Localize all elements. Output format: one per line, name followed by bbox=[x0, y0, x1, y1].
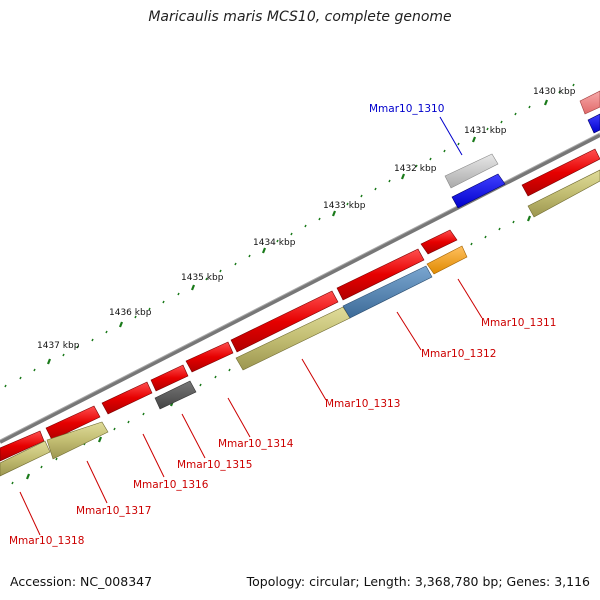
gene-arrow-highlight[interactable] bbox=[451, 173, 506, 209]
gene-arrow[interactable] bbox=[45, 405, 101, 441]
gene-arrow[interactable] bbox=[150, 364, 189, 392]
kbp-labels: 1430 kbp 1431 kbp 1432 kbp 1433 kbp 1434… bbox=[37, 87, 576, 351]
forward-strand-genes bbox=[0, 148, 600, 462]
map-title: Maricaulis maris MCS10, complete genome bbox=[148, 9, 452, 25]
kbp-label: 1430 kbp bbox=[533, 87, 576, 97]
accession-text: Accession: NC_008347 bbox=[10, 574, 153, 589]
gene-arrow-highlight-2[interactable] bbox=[587, 113, 600, 134]
gene-label[interactable]: Mmar10_1310 bbox=[369, 103, 444, 115]
gene-label[interactable]: Mmar10_1312 bbox=[421, 348, 496, 360]
gene-label[interactable]: Mmar10_1311 bbox=[481, 317, 556, 329]
gene-arrow[interactable] bbox=[420, 229, 458, 255]
kbp-label: 1433 kbp bbox=[323, 201, 366, 211]
gene-arrow[interactable] bbox=[0, 440, 51, 477]
kbp-label: 1437 kbp bbox=[37, 341, 80, 351]
reverse-strand-genes bbox=[0, 169, 600, 477]
gene-arrow-gray[interactable] bbox=[154, 380, 197, 410]
gene-label[interactable]: Mmar10_1313 bbox=[325, 398, 400, 410]
gene-arrow[interactable] bbox=[185, 341, 234, 373]
gene-arrow-rna[interactable] bbox=[444, 153, 499, 189]
gene-label[interactable]: Mmar10_1315 bbox=[177, 459, 252, 471]
gene-arrow-orange[interactable] bbox=[426, 245, 468, 275]
gene-arrow[interactable] bbox=[230, 290, 339, 353]
gene-arrow[interactable] bbox=[527, 169, 600, 218]
genome-backbone-highlight bbox=[0, 132, 600, 441]
gene-label[interactable]: Mmar10_1317 bbox=[76, 505, 151, 517]
genome-backbone bbox=[0, 133, 600, 444]
kbp-label: 1431 kbp bbox=[464, 126, 507, 136]
gene-label[interactable]: Mmar10_1318 bbox=[9, 535, 84, 547]
gene-arrow-steelblue[interactable] bbox=[342, 265, 433, 319]
gene-arrow[interactable] bbox=[0, 430, 45, 462]
outer-tick-ring bbox=[4, 83, 575, 388]
gene-labels: Mmar10_1310 Mmar10_1311 Mmar10_1312 Mmar… bbox=[9, 103, 556, 547]
gene-arrow[interactable] bbox=[101, 381, 153, 415]
gene-label[interactable]: Mmar10_1316 bbox=[133, 479, 209, 491]
gene-arrow[interactable] bbox=[521, 148, 600, 197]
kbp-label: 1432 kbp bbox=[394, 164, 437, 174]
gene-arrow-pink[interactable] bbox=[579, 90, 600, 115]
gene-arrow[interactable] bbox=[46, 421, 109, 460]
leader-lines bbox=[19, 116, 483, 536]
kbp-label: 1436 kbp bbox=[109, 308, 152, 318]
kbp-label: 1435 kbp bbox=[181, 273, 224, 283]
gene-label[interactable]: Mmar10_1314 bbox=[218, 438, 294, 450]
topology-text: Topology: circular; Length: 3,368,780 bp… bbox=[246, 574, 590, 589]
gene-arrow[interactable] bbox=[336, 248, 425, 301]
kbp-label: 1434 kbp bbox=[253, 238, 296, 248]
